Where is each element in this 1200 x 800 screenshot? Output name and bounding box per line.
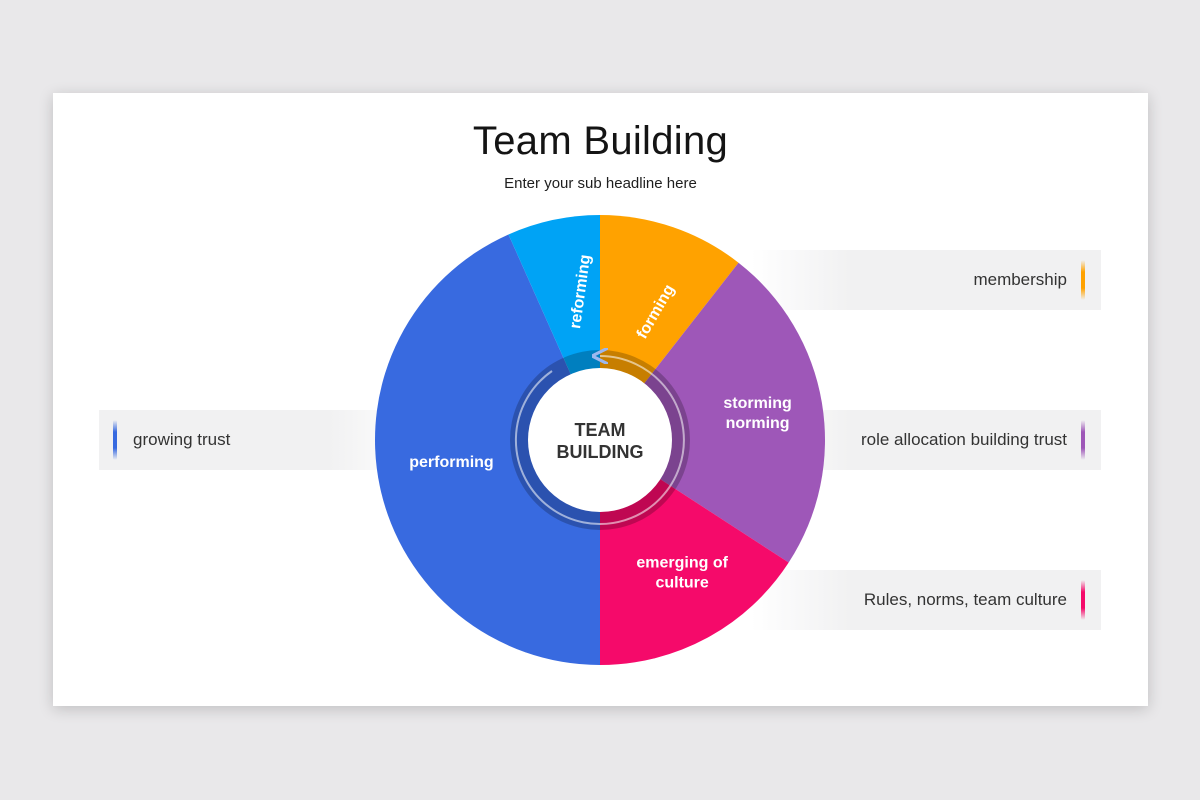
wheel-segments (375, 215, 825, 665)
slide-title: Team Building (472, 119, 729, 163)
callout-growing-trust: growing trust (99, 410, 419, 470)
callout-rules-tick (1081, 580, 1085, 620)
callout-role-allocation-tick (1081, 420, 1085, 460)
callout-rules: Rules, norms, team culture (751, 570, 1101, 630)
center-label-line2: BUILDING (557, 442, 644, 462)
segment-performing (375, 234, 600, 665)
segment-label-performing-line-1: performing (409, 454, 493, 471)
segment-emerging (600, 440, 789, 665)
segment-label-emerging: emerging of culture (636, 554, 728, 591)
segment-storming (600, 262, 825, 563)
callout-membership-text: membership (973, 270, 1067, 289)
segment-label-emerging-line-2: culture (655, 574, 708, 591)
segment-label-emerging-line-1: emerging of (636, 554, 728, 571)
callout-membership: membership (751, 250, 1101, 310)
segment-label-storming-line-2: norming (726, 415, 790, 432)
callout-rules-text: Rules, norms, team culture (863, 590, 1067, 609)
slide: Team Building Enter your sub headline he… (53, 93, 1148, 706)
callout-membership-tick (1081, 260, 1085, 300)
callout-growing-trust-text: growing trust (133, 430, 231, 449)
segment-label-storming: storming norming (723, 395, 791, 432)
center-circle (528, 368, 672, 512)
callout-growing-trust-tick (113, 420, 117, 460)
segment-label-performing: performing (409, 454, 493, 471)
segment-label-storming-line-1: storming (723, 395, 791, 412)
slide-subtitle: Enter your sub headline here (504, 175, 697, 192)
cycle-arrow-icon (514, 356, 685, 525)
callout-role-allocation-text: role allocation building trust (860, 430, 1067, 449)
center-label-line1: TEAM (575, 420, 626, 440)
team-building-wheel: TEAM BUILDING formingstormingnormingemer… (375, 215, 825, 665)
